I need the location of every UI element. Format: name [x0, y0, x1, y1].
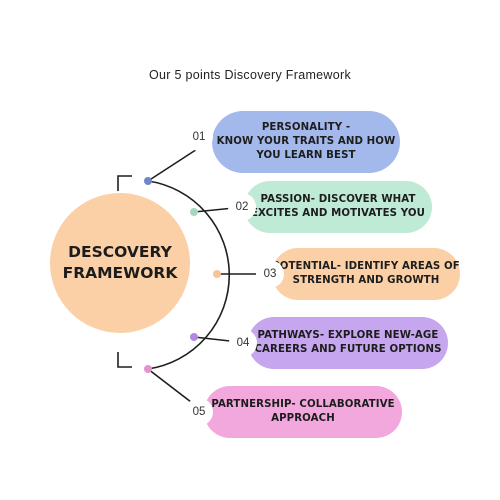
item-text: POTENTIAL- IDENTIFY AREAS OF STRENGTH AN…	[272, 261, 460, 286]
item-number: 02	[228, 193, 256, 221]
item-partnership: PARTNERSHIP- COLLABORATIVE APPROACH	[204, 386, 402, 438]
bracket-top	[117, 175, 132, 191]
dot-02	[190, 208, 198, 216]
connector-arc	[147, 180, 231, 370]
dot-04	[190, 333, 198, 341]
item-pathways: PATHWAYS- EXPLORE NEW-AGE CAREERS AND FU…	[248, 317, 448, 369]
item-passion: PASSION- DISCOVER WHAT EXCITES AND MOTIV…	[244, 181, 432, 233]
dot-03	[213, 270, 221, 278]
item-text: PATHWAYS- EXPLORE NEW-AGE CAREERS AND FU…	[254, 330, 442, 355]
framework-hub-circle: DESCOVERY FRAMEWORK	[50, 193, 190, 333]
item-number: 01	[185, 123, 213, 151]
item-number: 04	[229, 329, 257, 357]
item-number: 03	[256, 260, 284, 288]
item-personality: PERSONALITY - KNOW YOUR TRAITS AND HOW Y…	[212, 111, 400, 173]
item-number: 05	[185, 398, 213, 426]
diagram-title: Our 5 points Discovery Framework	[148, 68, 351, 82]
hub-label: DESCOVERY FRAMEWORK	[62, 243, 178, 282]
item-text: PASSION- DISCOVER WHAT EXCITES AND MOTIV…	[251, 194, 425, 219]
bracket-bottom	[117, 352, 132, 368]
item-potential: POTENTIAL- IDENTIFY AREAS OF STRENGTH AN…	[272, 248, 460, 300]
item-text: PARTNERSHIP- COLLABORATIVE APPROACH	[211, 399, 395, 424]
item-text: PERSONALITY - KNOW YOUR TRAITS AND HOW Y…	[216, 122, 396, 161]
dot-01	[144, 177, 152, 185]
dot-05	[144, 365, 152, 373]
